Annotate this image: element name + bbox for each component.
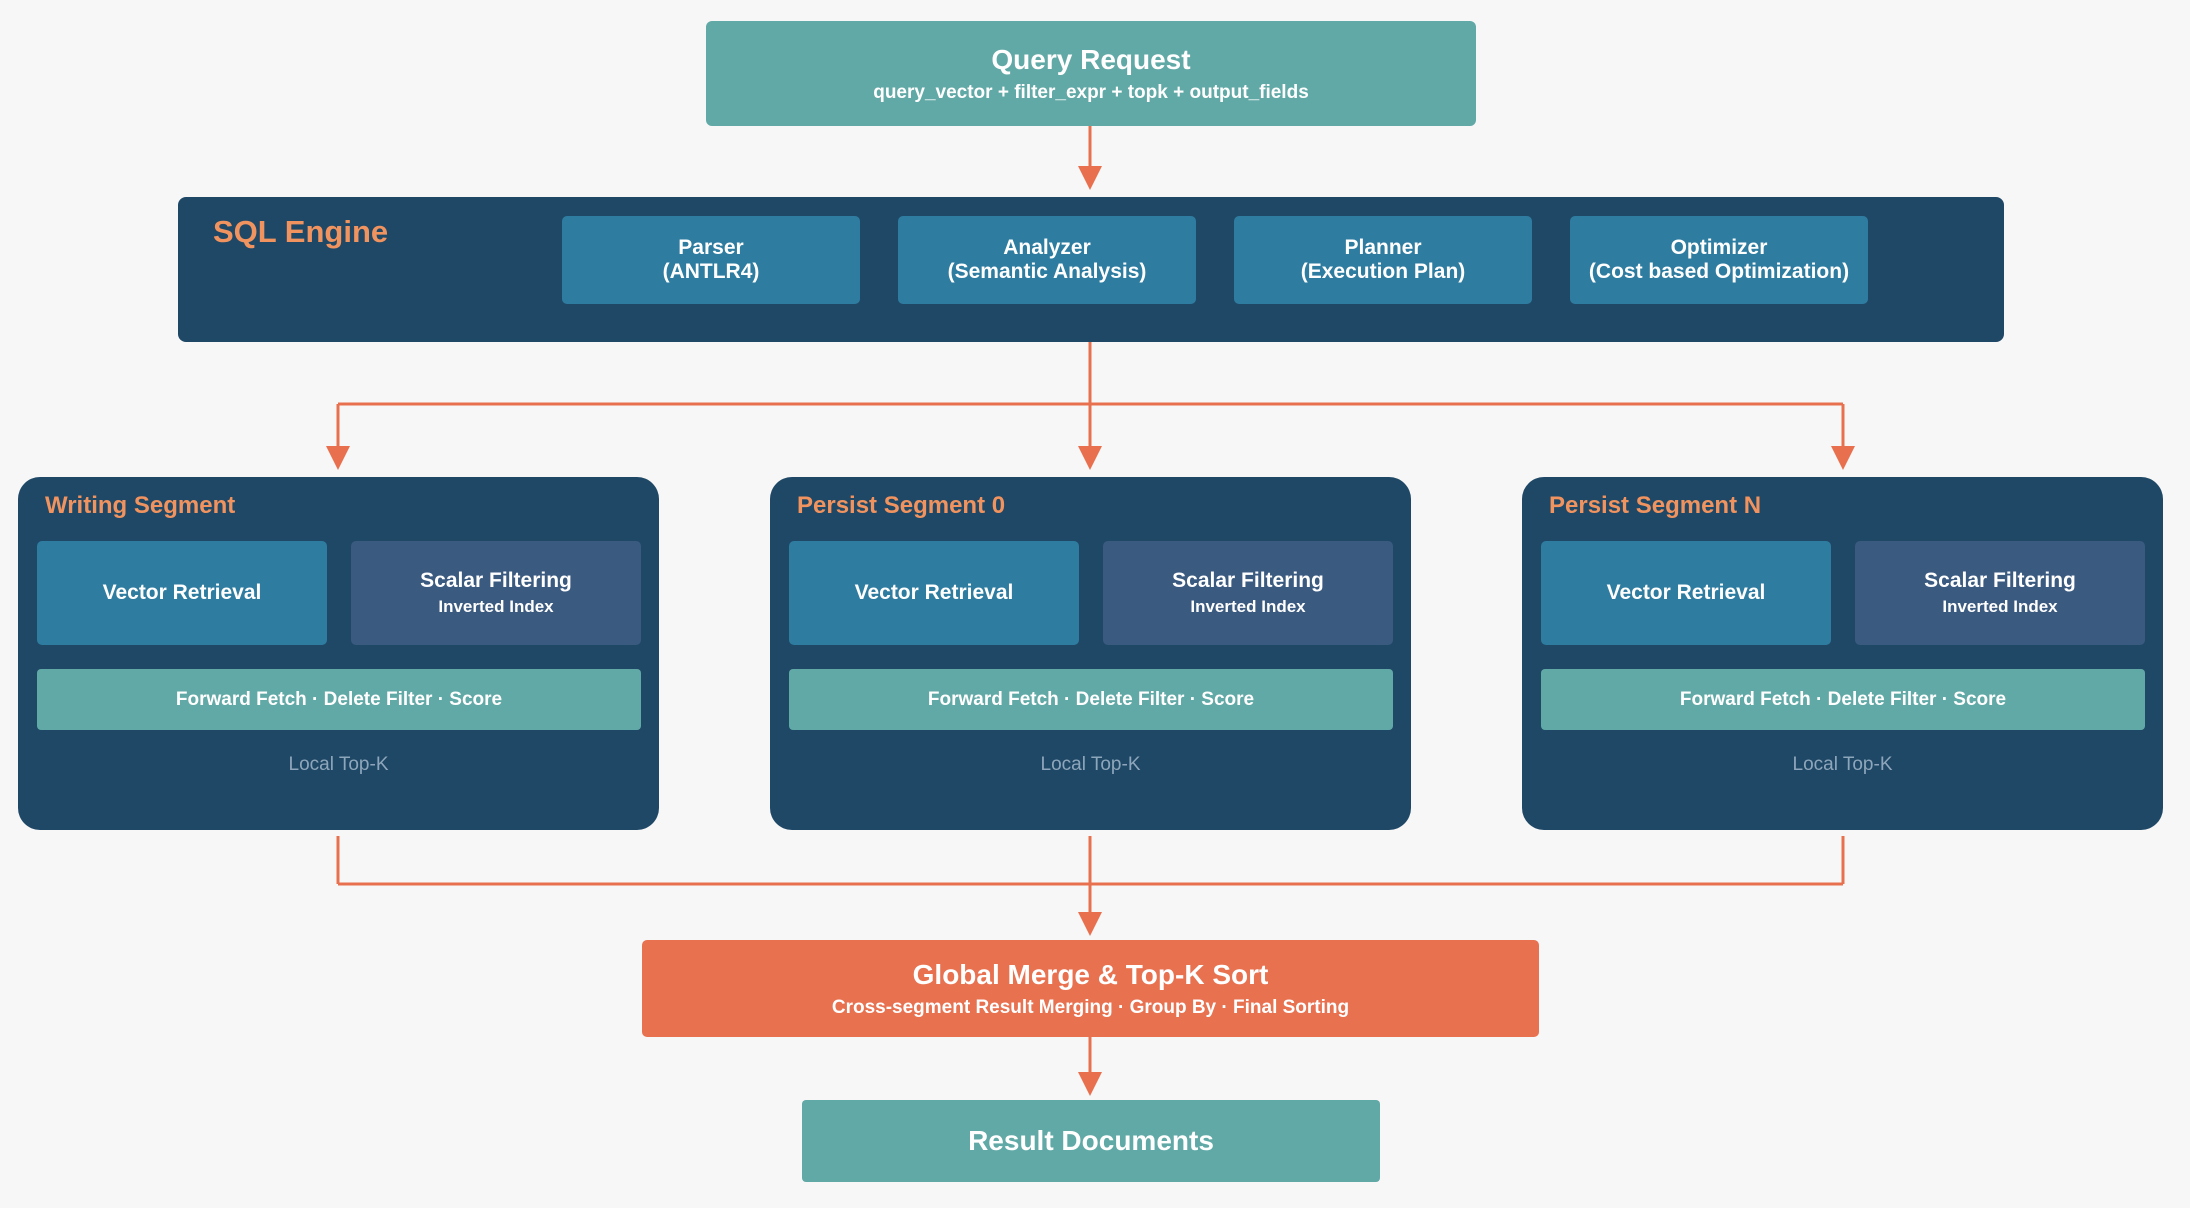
vector-retrieval-box: Vector Retrieval (37, 541, 327, 645)
segment-title: Persist Segment N (1549, 492, 1762, 519)
forward-fetch-label: Forward Fetch · Delete Filter · Score (175, 688, 503, 710)
global-merge-box: Global Merge & Top-K Sort Cross-segment … (642, 940, 1539, 1037)
query-request-subtitle: query_vector + filter_expr + topk + outp… (873, 81, 1309, 103)
scalar-filtering-sublabel: Inverted Index (1190, 597, 1306, 616)
vector-retrieval-label: Vector Retrieval (1606, 581, 1766, 604)
forward-fetch-label: Forward Fetch · Delete Filter · Score (1679, 688, 2007, 710)
local-topk-label: Local Top-K (1040, 754, 1141, 775)
forward-fetch-label: Forward Fetch · Delete Filter · Score (927, 688, 1255, 710)
local-topk-label: Local Top-K (288, 754, 389, 775)
stage-optimizer-name: Optimizer (1670, 236, 1768, 259)
stage-analyzer: Analyzer (Semantic Analysis) (898, 216, 1196, 304)
stage-analyzer-detail: (Semantic Analysis) (947, 260, 1147, 283)
stage-planner: Planner (Execution Plan) (1234, 216, 1532, 304)
segment-writing: Writing Segment Vector Retrieval Scalar … (18, 477, 659, 830)
forward-fetch-bar: Forward Fetch · Delete Filter · Score (789, 669, 1393, 730)
forward-fetch-bar: Forward Fetch · Delete Filter · Score (1541, 669, 2145, 730)
scalar-filtering-label: Scalar Filtering (420, 569, 572, 592)
scalar-filtering-box: Scalar Filtering Inverted Index (1103, 541, 1393, 645)
segment-persist-n: Persist Segment N Vector Retrieval Scala… (1522, 477, 2163, 830)
sql-engine-title: SQL Engine (213, 214, 389, 249)
query-request-title: Query Request (991, 43, 1191, 75)
segment-title: Persist Segment 0 (797, 492, 1006, 519)
vector-retrieval-box: Vector Retrieval (789, 541, 1079, 645)
stage-analyzer-name: Analyzer (1003, 236, 1091, 259)
result-documents-box: Result Documents (802, 1100, 1380, 1182)
stage-planner-name: Planner (1344, 236, 1422, 259)
segment-persist-0: Persist Segment 0 Vector Retrieval Scala… (770, 477, 1411, 830)
scalar-filtering-box: Scalar Filtering Inverted Index (351, 541, 641, 645)
local-topk-label: Local Top-K (1792, 754, 1893, 775)
stage-planner-detail: (Execution Plan) (1300, 260, 1466, 283)
scalar-filtering-box: Scalar Filtering Inverted Index (1855, 541, 2145, 645)
stage-parser: Parser (ANTLR4) (562, 216, 860, 304)
stage-optimizer: Optimizer (Cost based Optimization) (1570, 216, 1868, 304)
scalar-filtering-sublabel: Inverted Index (1942, 597, 2058, 616)
vector-retrieval-box: Vector Retrieval (1541, 541, 1831, 645)
stage-optimizer-detail: (Cost based Optimization) (1588, 260, 1850, 283)
vector-retrieval-label: Vector Retrieval (102, 581, 262, 604)
scalar-filtering-label: Scalar Filtering (1172, 569, 1324, 592)
segment-title: Writing Segment (45, 492, 236, 519)
scalar-filtering-label: Scalar Filtering (1924, 569, 2076, 592)
result-documents-title: Result Documents (968, 1125, 1214, 1156)
stage-parser-name: Parser (678, 236, 744, 259)
global-merge-subtitle: Cross-segment Result Merging · Group By … (831, 996, 1350, 1018)
scalar-filtering-sublabel: Inverted Index (438, 597, 554, 616)
query-request-box: Query Request query_vector + filter_expr… (706, 21, 1476, 126)
forward-fetch-bar: Forward Fetch · Delete Filter · Score (37, 669, 641, 730)
stage-parser-detail: (ANTLR4) (662, 260, 760, 283)
vector-retrieval-label: Vector Retrieval (854, 581, 1014, 604)
global-merge-title: Global Merge & Top-K Sort (912, 958, 1269, 990)
